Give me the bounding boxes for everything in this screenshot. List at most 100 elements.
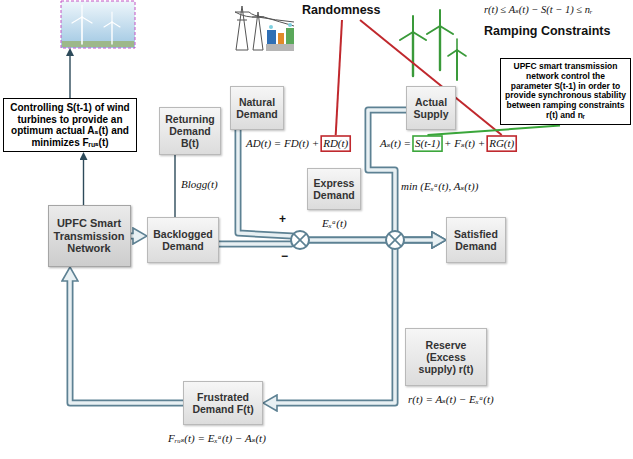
pylons	[235, 6, 294, 50]
summing-junction	[291, 231, 309, 249]
formula: AD(t) = FD(t) +	[246, 137, 319, 150]
power-line-illustration	[235, 6, 294, 51]
turbine-blade	[82, 17, 92, 23]
process-box: Frustrated Demand F(t)	[183, 381, 263, 425]
formula: r(t) = Aₛ(t) − Eₓᵃ(t)	[408, 393, 494, 406]
connector-line	[83, 159, 84, 205]
pylon-arm	[235, 12, 249, 13]
photo-ground	[62, 41, 134, 47]
turbine-blade	[412, 16, 414, 32]
connector-core	[70, 280, 183, 403]
junction-circle	[291, 231, 309, 249]
wind-turbine-photo	[61, 1, 135, 48]
node-text: UPFC Smart Transmission Network	[53, 217, 126, 255]
turbine-blade	[104, 22, 112, 27]
junction-cross	[389, 234, 402, 247]
leader-line	[336, 20, 342, 135]
feedback-wire	[276, 249, 395, 403]
connector-line	[70, 280, 183, 403]
sign: +	[279, 212, 286, 226]
process-box: Actual Supply	[406, 86, 456, 130]
node-text: Frustrated Demand F(t)	[188, 391, 258, 415]
process-box: Reserve (Excess supply) r(t)	[405, 328, 487, 386]
junction-cross	[294, 234, 307, 247]
node-text: UPFC smart transmission network control …	[505, 62, 626, 121]
process-box: Express Demand	[307, 168, 361, 210]
junction-circle	[386, 231, 404, 249]
turbine-tower	[456, 50, 458, 80]
leader-line	[360, 20, 502, 135]
turbine-blade	[413, 32, 426, 40]
turbine-tower	[412, 32, 414, 76]
edge-label: Blogg(t)	[181, 178, 218, 191]
flow-connector	[175, 155, 176, 217]
junction-cross	[389, 234, 402, 247]
process-box: Returning Demand B(t)	[159, 107, 221, 155]
process-box: Satisfied Demand	[446, 217, 506, 263]
connector-core	[131, 234, 135, 238]
transformer	[286, 28, 294, 44]
power-wire	[249, 12, 294, 26]
node-text: Natural Demand	[235, 96, 279, 120]
callout-box: Controlling S(t-1) of wind turbines to p…	[3, 98, 137, 152]
flow-connector	[131, 236, 135, 237]
turbine-figures	[72, 5, 120, 44]
turbine-blade	[400, 32, 413, 40]
formula: Fᵣᵤₛ(t) = Eₓᵃ(t) − Aₛ(t)	[168, 432, 266, 445]
formula: Aₛ(t) =	[380, 137, 411, 150]
process-box: Natural Demand	[230, 86, 284, 130]
formula: + Fₛ(t) +	[444, 137, 485, 150]
junction-cross	[294, 234, 307, 247]
formula: r(t) ≤ Aₛ(t) − S(t − 1) ≤ nᵣ	[484, 4, 593, 17]
turbine-blade	[81, 5, 82, 17]
green-wind-turbines	[400, 10, 466, 80]
node-text: Express Demand	[312, 177, 356, 201]
highlight-box	[321, 136, 350, 151]
wire-core	[276, 249, 395, 403]
callout-box: UPFC smart transmission network control …	[500, 58, 631, 125]
turbine-blade	[439, 10, 441, 26]
wire-outline	[276, 249, 395, 403]
pylon-arm	[237, 20, 247, 21]
turbine-tower	[111, 22, 112, 44]
summing-junction	[386, 231, 404, 249]
annotation-title: Randomness	[302, 3, 381, 18]
turbine-tower	[81, 17, 83, 44]
formula-term: S(t-1)	[415, 137, 440, 150]
pylon	[236, 6, 248, 50]
turbine-blade	[111, 12, 112, 22]
turbine-blade	[457, 50, 466, 56]
network-box: UPFC Smart Transmission Network	[48, 205, 131, 267]
node-text: Returning Demand B(t)	[164, 113, 216, 149]
node-text: Satisfied Demand	[451, 228, 501, 252]
node-text: Actual Supply	[411, 96, 451, 120]
highlight-box	[413, 136, 442, 151]
connector-line	[174, 155, 175, 217]
node-text: Reserve (Excess supply) r(t)	[410, 339, 482, 375]
turbine-blade	[440, 26, 453, 34]
insulator	[269, 25, 273, 29]
turbine-blade	[72, 17, 82, 23]
transformer	[278, 33, 284, 44]
edge-label: min (Eₓᵃ(t), Aₛ(t))	[401, 180, 478, 193]
process-box: Backlogged Demand	[147, 217, 219, 263]
flow-connector	[83, 159, 84, 205]
node-text: Controlling S(t-1) of wind turbines to p…	[8, 102, 132, 148]
turbine-blade	[456, 39, 458, 50]
control-arrow	[69, 55, 70, 98]
turbine-tower	[439, 26, 441, 70]
turbine-blade	[112, 22, 120, 27]
summing-junctions	[291, 231, 404, 249]
connector-line	[131, 233, 135, 240]
formula-term: RD(t)	[323, 137, 348, 150]
turbine-blade	[427, 26, 440, 34]
sign: −	[281, 249, 288, 263]
highlight-box	[487, 136, 516, 151]
turbine-blade	[448, 50, 457, 56]
formula-term: RG(t)	[489, 137, 514, 150]
photo-frame	[61, 1, 135, 48]
signal-label: Eₓᵃ(t)	[322, 217, 347, 230]
transformer	[267, 30, 276, 44]
